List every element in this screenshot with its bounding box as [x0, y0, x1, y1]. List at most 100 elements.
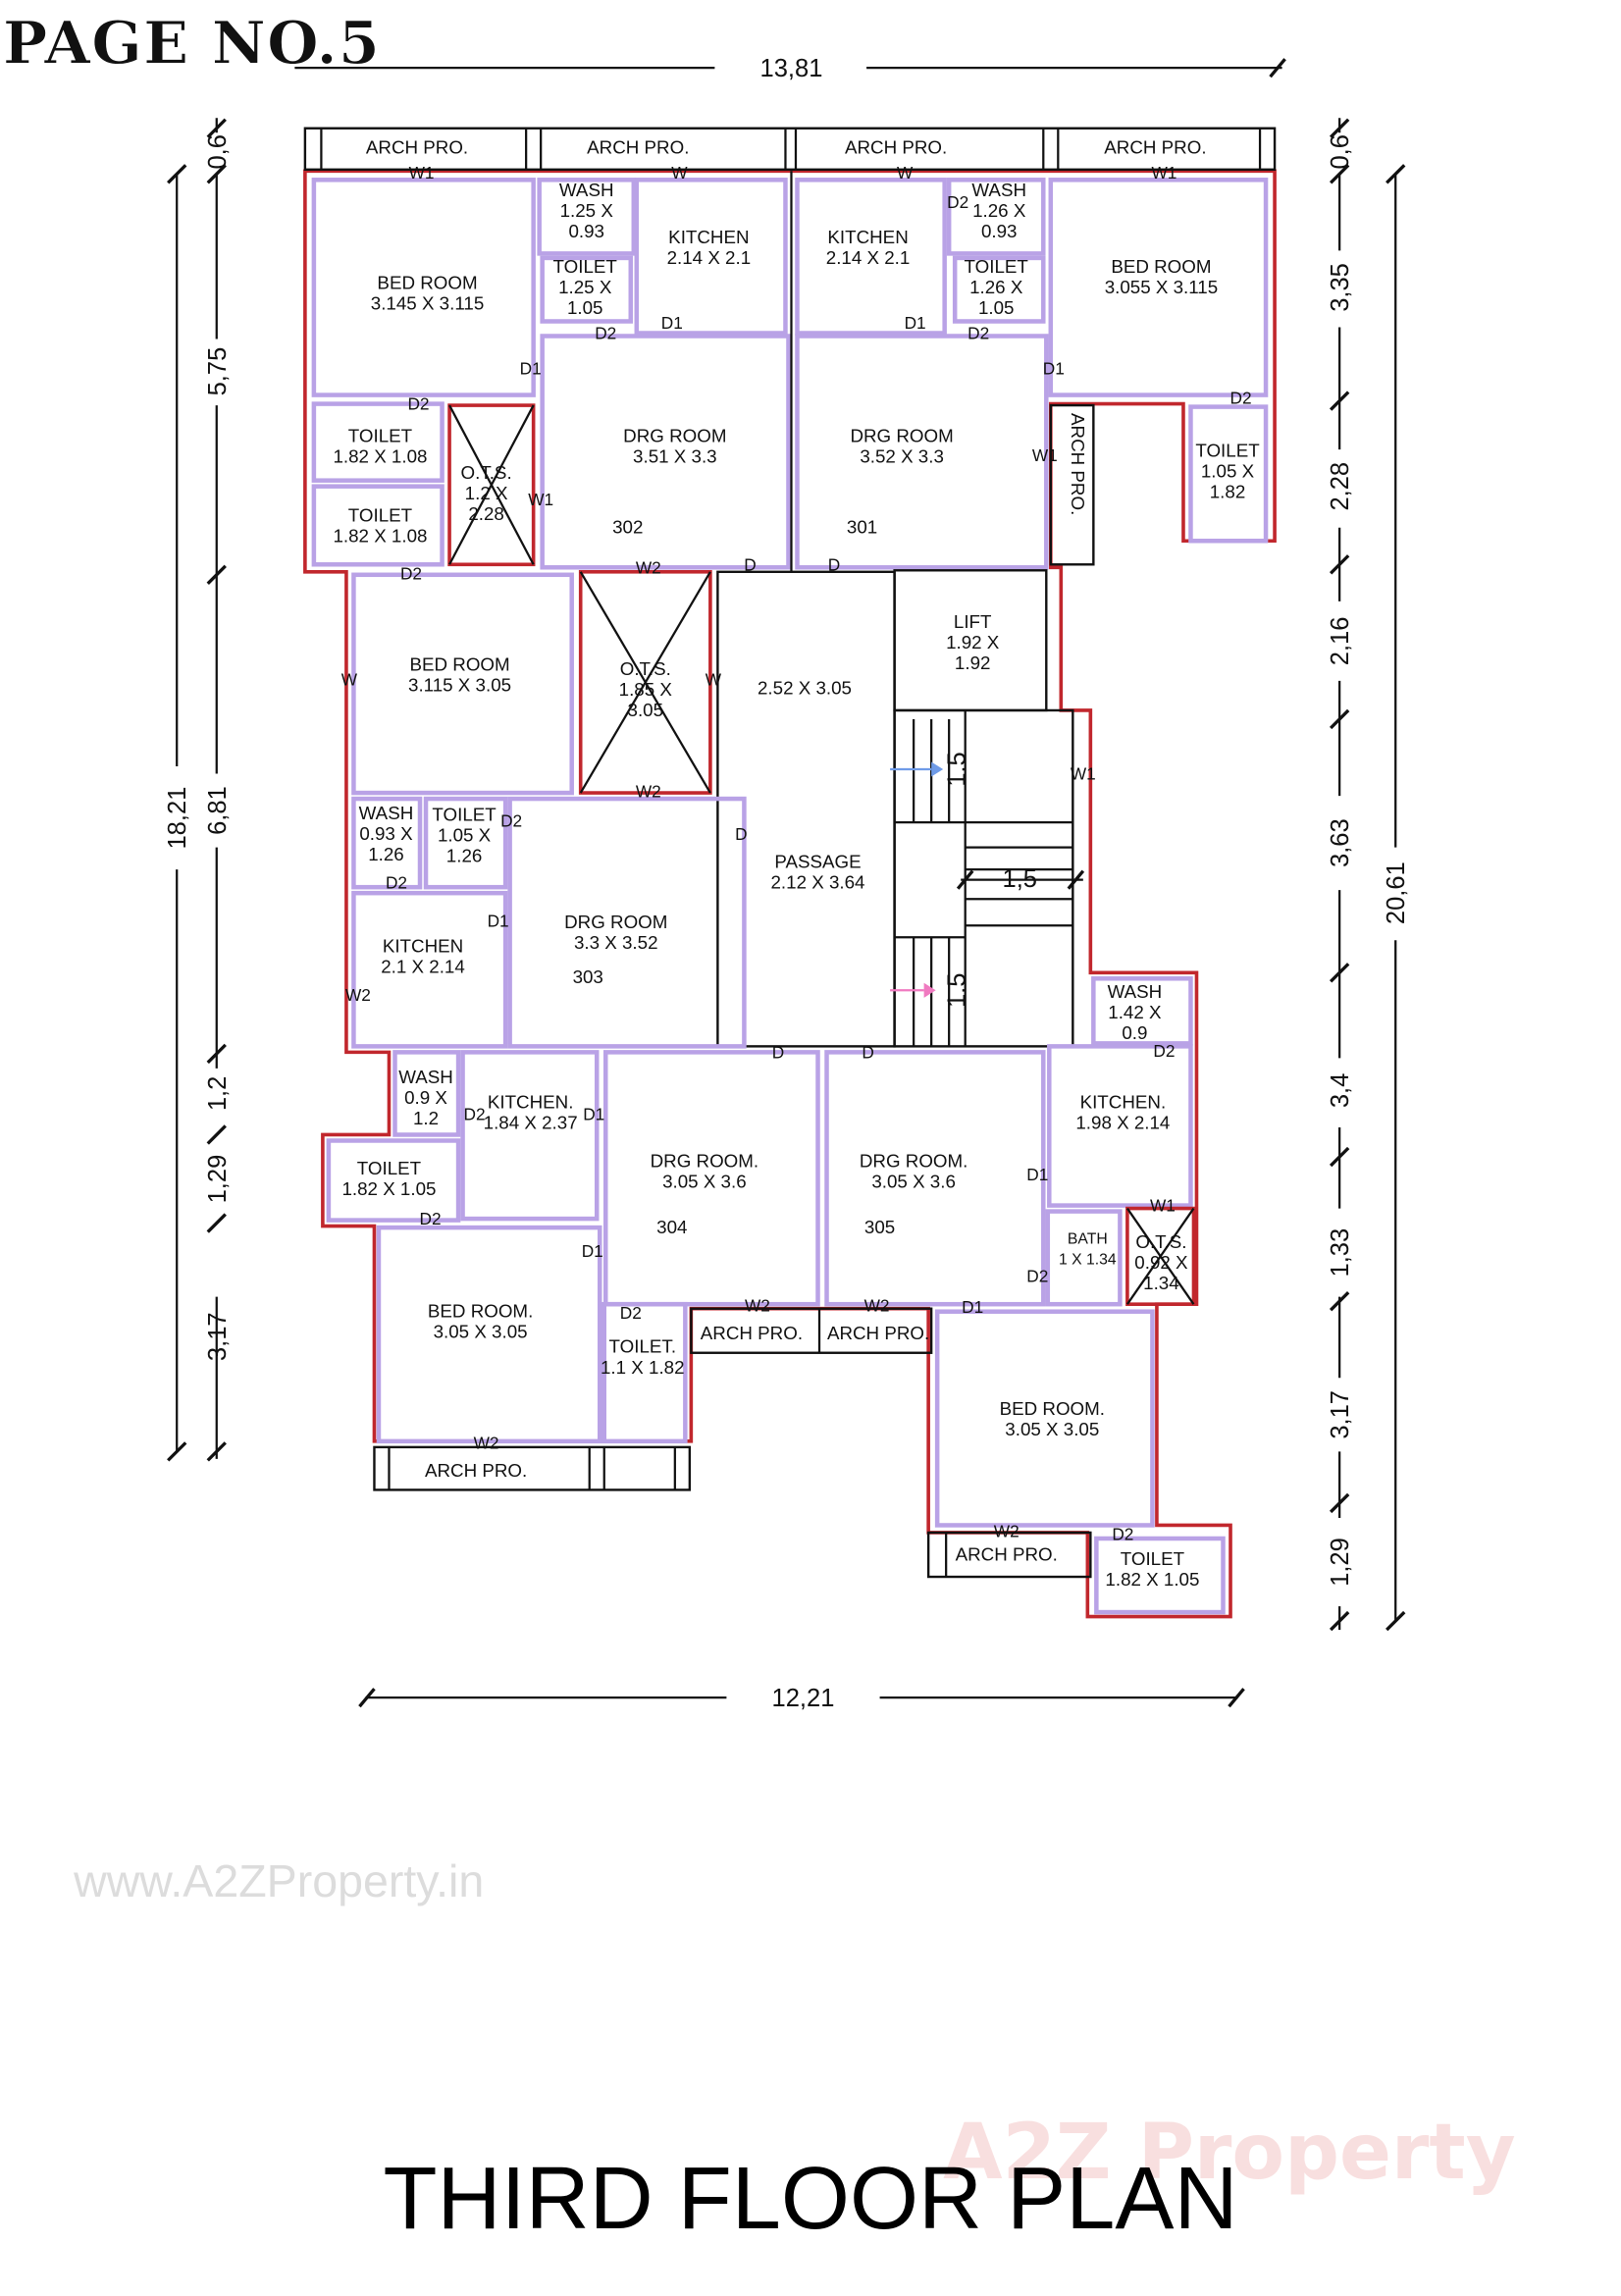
room-label: 2.52 X 3.05	[758, 677, 852, 698]
room-label-line: TOILET.	[609, 1336, 676, 1357]
room-label-line: WASH	[971, 180, 1026, 200]
room-label-line: DRG ROOM	[564, 912, 667, 932]
door-window-label: W2	[345, 985, 371, 1005]
dimension-left: 1,2	[204, 1076, 232, 1111]
door-window-label: W2	[474, 1433, 499, 1452]
page-number-label: PAGE NO.5	[3, 10, 381, 78]
room-label: BED ROOM.3.05 X 3.05	[1000, 1398, 1105, 1439]
room-label-line: BED ROOM	[1111, 256, 1211, 277]
room-label-line: TOILET	[348, 505, 413, 526]
dimension-right: 1,33	[1327, 1228, 1354, 1278]
room-label-line: 305	[864, 1217, 895, 1237]
room-label-line: 1.82 X 1.08	[333, 526, 427, 547]
room-label: DRG ROOM.3.05 X 3.6	[651, 1151, 759, 1192]
room-label-line: 2.14 X 2.1	[826, 247, 911, 268]
door-window-label: W	[897, 163, 914, 183]
arch-projection-label: ARCH PRO.	[425, 1460, 527, 1481]
room-label-line: BED ROOM	[377, 272, 477, 292]
room-label-line: 1.05 X	[438, 825, 492, 846]
room-label-line: 0.93	[568, 221, 604, 241]
room-label-line: TOILET	[432, 805, 497, 825]
room-label-line: 1 X 1.34	[1059, 1252, 1117, 1269]
room-label-line: DRG ROOM.	[860, 1151, 968, 1172]
room-label-line: 0.93 X	[359, 823, 413, 844]
room-label-line: TOILET	[1195, 441, 1260, 461]
stair-dimension: 1.5	[944, 973, 971, 1008]
stair-dimension: 1.5	[944, 752, 971, 786]
dimension-right: 3,17	[1327, 1390, 1354, 1439]
door-window-label: W1	[1071, 764, 1096, 784]
dimension-top: 13,81	[760, 55, 823, 82]
dimension-left: 3,17	[204, 1312, 232, 1361]
down-arrow-icon	[923, 982, 936, 998]
door-window-label: W2	[636, 782, 661, 802]
arch-projection-label: ARCH PRO.	[845, 136, 947, 157]
room-label-line: 1.98 X 2.14	[1075, 1112, 1170, 1132]
door-window-label: D2	[967, 324, 989, 343]
arch-projection-label: ARCH PRO.	[587, 136, 689, 157]
door-window-label: D	[735, 824, 747, 844]
room-label-line: 1.82 X 1.05	[341, 1178, 436, 1199]
door-window-label: W1	[1150, 1196, 1176, 1216]
door-window-label: W	[671, 163, 688, 183]
room-label-line: 3.05 X 3.6	[871, 1172, 956, 1192]
room-label-line: LIFT	[954, 611, 992, 632]
door-window-label: W1	[1032, 445, 1058, 465]
room-label-line: DRG ROOM.	[651, 1151, 759, 1172]
room-label-line: WASH	[359, 803, 414, 823]
room-label-line: 1.84 X 2.37	[484, 1112, 578, 1132]
room-label-line: DRG ROOM	[850, 426, 953, 446]
up-arrow-icon	[931, 761, 944, 777]
room-label-line: 1.85 X	[619, 679, 673, 700]
door-window-label: W1	[528, 490, 553, 509]
dimension-right: 3,35	[1327, 263, 1354, 312]
arch-projection-outlines	[303, 127, 1277, 1579]
room-label-line: 0.93	[981, 221, 1018, 241]
room-label-line: 0.92 X	[1134, 1252, 1188, 1273]
door-window-label: D2	[419, 1209, 441, 1228]
room-label-line: 3.05 X 3.6	[662, 1172, 747, 1192]
door-window-label: D2	[1229, 389, 1251, 408]
room-label-line: 2.14 X 2.1	[667, 247, 752, 268]
dimension-lines	[167, 58, 1406, 1708]
dimension-right: 3,4	[1327, 1073, 1354, 1108]
door-window-label: D	[862, 1042, 873, 1062]
dimension-left: 5,75	[204, 347, 232, 396]
room-label: KITCHEN.1.84 X 2.37	[484, 1091, 578, 1132]
room-label-line: 3.3 X 3.52	[574, 932, 658, 953]
room-label-line: KITCHEN	[668, 227, 749, 247]
room-label-line: TOILET	[357, 1158, 422, 1178]
room-label-line: 1.05	[567, 297, 603, 318]
room-label-line: 1.26	[368, 844, 404, 864]
door-window-label: W	[706, 669, 722, 689]
door-window-label: D2	[1153, 1041, 1175, 1061]
dimension-right: 2,16	[1327, 617, 1354, 666]
door-window-label: D2	[407, 394, 429, 414]
room-label-line: WASH	[398, 1067, 453, 1087]
plan-title: THIRD FLOOR PLAN	[383, 2149, 1237, 2248]
room-label-line: KITCHEN	[383, 935, 463, 956]
arch-projection-label: ARCH PRO.	[827, 1323, 929, 1343]
door-window-label: D1	[1043, 359, 1065, 379]
arch-projection-label: ARCH PRO.	[1068, 413, 1088, 515]
room-label-line: 1.05	[978, 297, 1015, 318]
room-label-line: 2.1 X 2.14	[381, 956, 465, 976]
room-label-line: 3.05	[628, 700, 664, 720]
dimension-right: 0,6	[1327, 134, 1354, 169]
room-label-line: BED ROOM.	[1000, 1398, 1105, 1419]
door-window-label: D2	[464, 1104, 486, 1123]
room-label-line: 1.2 X	[465, 483, 508, 503]
room-label-line: 2.52 X 3.05	[758, 677, 852, 698]
room-label-line: 1.1 X 1.82	[601, 1357, 685, 1378]
room-label-line: BED ROOM.	[428, 1301, 533, 1322]
room-label-line: 302	[612, 517, 643, 538]
dimension-bottom: 12,21	[772, 1685, 835, 1712]
